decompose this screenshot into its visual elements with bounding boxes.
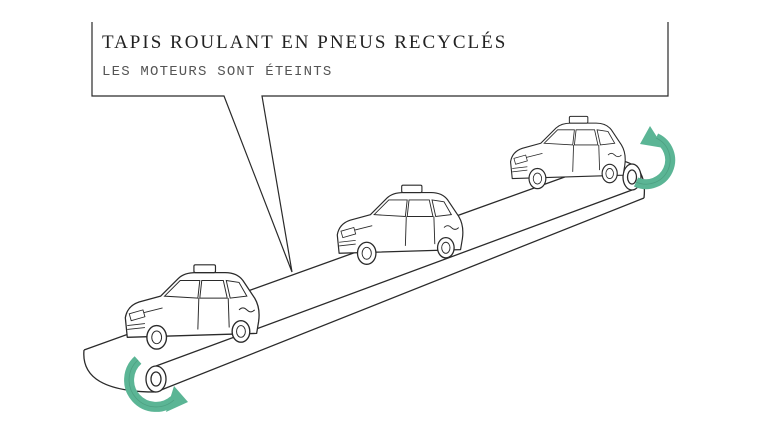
- taxi-car-icon: [336, 184, 464, 265]
- callout-subtitle: LES MOTEURS SONT ÉTEINTS: [102, 64, 333, 80]
- taxi-car-icon: [124, 264, 260, 350]
- rotate-arrow-icon: [633, 126, 676, 190]
- callout-title: TAPIS ROULANT EN PNEUS RECYCLÉS: [102, 32, 508, 53]
- callout-box: [91, 22, 669, 273]
- conveyor-belt: [83, 159, 646, 393]
- taxi-car-icon: [509, 115, 626, 190]
- rotate-arrow-icon: [124, 356, 188, 412]
